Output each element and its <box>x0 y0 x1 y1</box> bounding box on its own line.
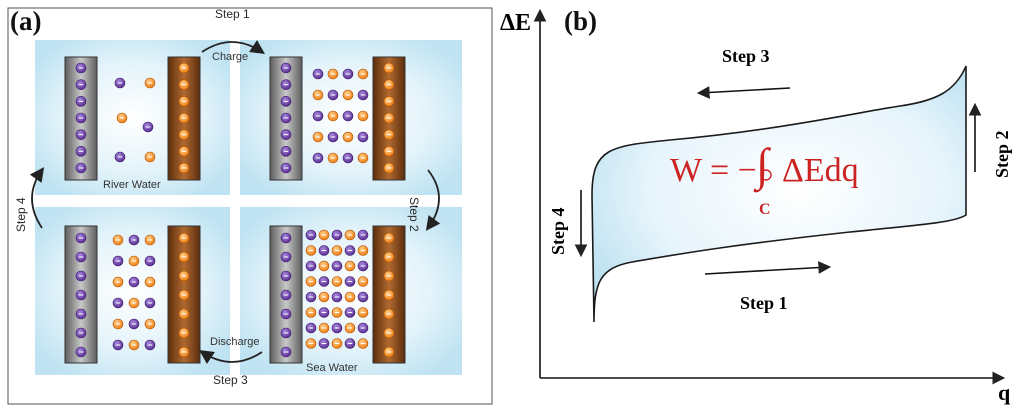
panel-b-label: (b) <box>564 6 597 36</box>
integral-sign: ∫ <box>756 139 769 190</box>
discharge-label: Discharge <box>210 336 260 348</box>
contour-integral-circle <box>760 169 772 181</box>
step4-label-b: Step 4 <box>548 207 568 255</box>
cycle-loop <box>591 65 967 323</box>
step4-arrow <box>29 167 45 229</box>
step3-label-b: Step 3 <box>722 46 770 66</box>
x-axis-label: q <box>998 380 1011 405</box>
capmix-cycle-diagram <box>7 7 493 405</box>
cell-top-left-bg <box>35 40 230 195</box>
step1-label: Step 1 <box>215 7 250 21</box>
step3-arrow <box>199 350 263 364</box>
charge-label: Charge <box>212 51 249 63</box>
copper-electrode-tl <box>167 56 201 181</box>
panel-a-label: (a) <box>10 6 42 36</box>
copper-electrode-tr <box>372 56 406 181</box>
step1-arrow-b <box>704 261 832 275</box>
formula-rhs: ΔEdq <box>782 152 859 189</box>
step1-arrow <box>201 40 265 54</box>
energy-charge-cycle-plot <box>533 8 1006 385</box>
step1-label-b: Step 1 <box>740 293 788 313</box>
step4-label: Step 4 <box>14 197 28 232</box>
ion-particles <box>75 62 395 358</box>
sea-water-label: Sea Water <box>306 362 358 374</box>
step3-label: Step 3 <box>213 373 248 387</box>
panel-b: (b) ΔE q Step 3 Step 1 Step 2 Step 4 W =… <box>500 0 1014 412</box>
step2-label: Step 2 <box>407 197 421 232</box>
panel-a: (a) Step 1 Charge Step 2 Step 3 Discharg… <box>0 0 500 412</box>
river-water-label: River Water <box>103 179 161 191</box>
step2-label-b: Step 2 <box>992 130 1012 178</box>
formula-lhs: W = − <box>670 152 757 189</box>
y-axis-label: ΔE <box>500 10 532 36</box>
step2-arrow <box>425 169 441 231</box>
step3-arrow-b <box>696 86 791 99</box>
formula-contour-label: C <box>759 201 771 218</box>
